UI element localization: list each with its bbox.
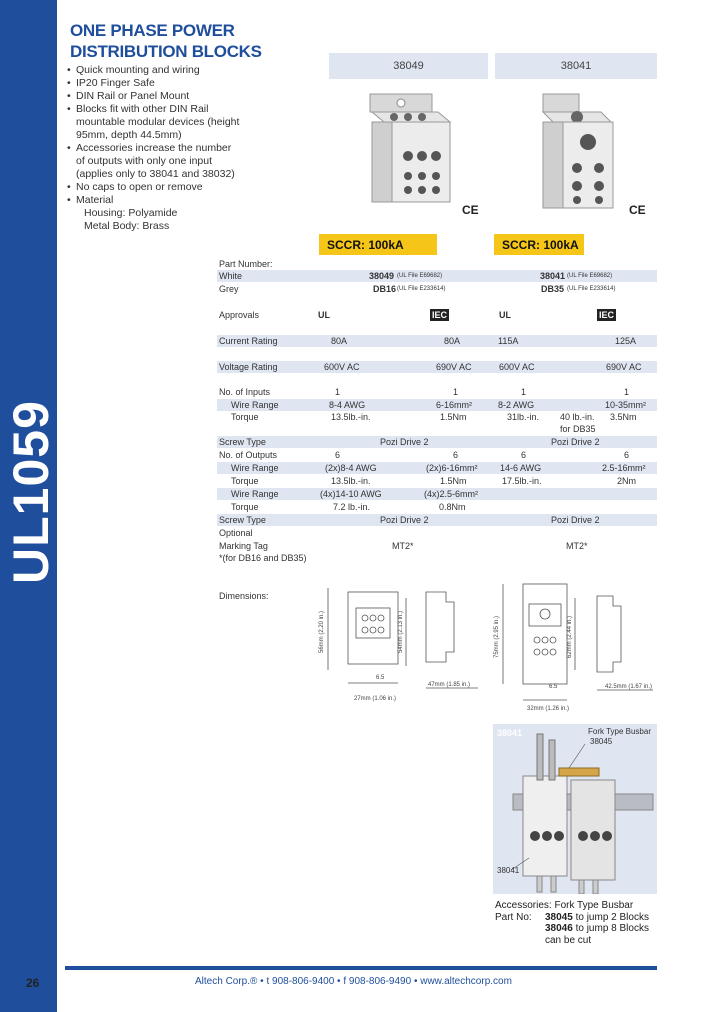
- dim-right-d: 42.5mm (1.67 in.): [605, 684, 652, 690]
- dim-left-h1: 56mm (2.20 in.): [319, 611, 325, 653]
- footnote-row: *(for DB16 and DB35): [219, 553, 307, 563]
- grey-row: Grey DB16 (UL File E233614) DB35 (UL Fil…: [219, 284, 616, 294]
- dim-left-s: 6.5: [376, 675, 385, 681]
- sccr-badge-right: SCCR: 100kA: [494, 234, 584, 255]
- feature-item: Accessories increase the number of outpu…: [67, 142, 242, 181]
- accessories-text: Accessories: Fork Type Busbar Part No:38…: [495, 900, 649, 946]
- busbar-illustration: [493, 724, 657, 895]
- feature-item: DIN Rail or Panel Mount: [67, 90, 242, 103]
- voltage-rating-row: Voltage Rating 600V AC 690V AC 600V AC 6…: [217, 361, 657, 373]
- footer-divider: [65, 966, 657, 970]
- screw-type-row: Screw Type Pozi Drive 2 Pozi Drive 2: [217, 436, 657, 448]
- busbar-label: Fork Type Busbar: [588, 727, 651, 736]
- iec-mark-icon: IEC: [430, 309, 450, 321]
- side-banner: UL1059: [0, 0, 59, 1012]
- product-header-left: 38049: [329, 53, 488, 79]
- busbar-part-label: 38045: [590, 737, 613, 746]
- for-db35-row: for DB35: [560, 424, 596, 434]
- ce-mark: CE: [462, 203, 479, 217]
- product-image-38041: [541, 93, 614, 209]
- ul-mark-icon: UL: [499, 310, 511, 320]
- material-housing: Housing: Polyamide: [84, 207, 178, 219]
- side-banner-label: UL1059: [3, 400, 59, 584]
- dim-left-h2: 54mm (2.13 in.): [398, 611, 404, 653]
- dim-right-h2: 62mm (2.44 in.): [567, 616, 573, 658]
- output2-torque-row: Torque 7.2 lb.-in. 0.8Nm: [231, 502, 466, 512]
- block-label: 38041: [497, 866, 520, 875]
- feature-list: Quick mounting and wiring IP20 Finger Sa…: [67, 64, 242, 233]
- feature-item: No caps to open or remove: [67, 181, 242, 194]
- optional-row: Optional: [219, 528, 253, 538]
- input-wire-range-row: Wire Range 8-4 AWG 6-16mm² 8-2 AWG 10-35…: [217, 399, 657, 411]
- product-image-38049: [369, 93, 452, 203]
- approvals-row: Approvals UL IEC UL IEC: [219, 309, 617, 321]
- output2-wire-range-row: Wire Range (4x)14-10 AWG (4x)2.5-6mm²: [217, 488, 657, 500]
- input-torque-row: Torque 13.5lb.-in. 1.5Nm 31lb.-in. 40 lb…: [231, 412, 637, 422]
- feature-item: IP20 Finger Safe: [67, 77, 242, 90]
- marking-tag-row: Marking Tag MT2* MT2*: [219, 541, 588, 551]
- part-number-row: Part Number:: [219, 259, 273, 269]
- current-rating-row: Current Rating 80A 80A 115A 125A: [217, 335, 657, 347]
- inputs-row: No. of Inputs 1 1 1 1: [219, 387, 630, 397]
- outputs-row: No. of Outputs 6 6 6 6: [219, 450, 630, 460]
- ul-mark-icon: UL: [318, 310, 330, 320]
- feature-item: Material: [67, 194, 242, 207]
- sccr-badge-left: SCCR: 100kA: [319, 234, 437, 255]
- page-number: 26: [26, 976, 40, 990]
- dimension-drawing-38041: 75mm (2.95 in.) 62mm (2.44 in.) 6.5 32mm…: [494, 583, 653, 712]
- material-body: Metal Body: Brass: [84, 220, 170, 232]
- dim-left-w: 27mm (1.06 in.): [354, 696, 396, 702]
- dimension-drawing-38049: 56mm (2.20 in.) 54mm (2.13 in.) 6.5 27mm…: [319, 588, 478, 702]
- iec-mark-icon: IEC: [597, 309, 617, 321]
- dim-right-s: 6.5: [549, 684, 558, 690]
- page-title: ONE PHASE POWER DISTRIBUTION BLOCKS: [70, 21, 262, 61]
- feature-item: Blocks fit with other DIN Rail mountable…: [67, 103, 242, 142]
- output-wire-range-row: Wire Range (2x)8-4 AWG (2x)6-16mm² 14-6 …: [217, 462, 657, 474]
- ce-mark: CE: [629, 203, 646, 217]
- output-torque-row: Torque 13.5lb.-in. 1.5Nm 17.5lb.-in. 2Nm: [231, 476, 637, 486]
- product-header-right: 38041: [495, 53, 657, 79]
- feature-item: Quick mounting and wiring: [67, 64, 242, 77]
- dimensions-label: Dimensions:: [219, 591, 269, 601]
- screw-type-row: Screw Type Pozi Drive 2 Pozi Drive 2: [217, 514, 657, 526]
- footer-contact: Altech Corp.® • t 908-806-9400 • f 908-8…: [195, 976, 512, 987]
- inset-title: 38041: [497, 728, 523, 738]
- white-row: White 38049 (UL File E69682) 38041 (UL F…: [217, 270, 657, 282]
- dim-left-d: 47mm (1.85 in.): [428, 682, 470, 688]
- dim-right-w: 32mm (1.26 in.): [527, 706, 569, 712]
- busbar-assembly-image: [510, 733, 654, 895]
- dim-right-h1: 75mm (2.95 in.): [494, 616, 500, 658]
